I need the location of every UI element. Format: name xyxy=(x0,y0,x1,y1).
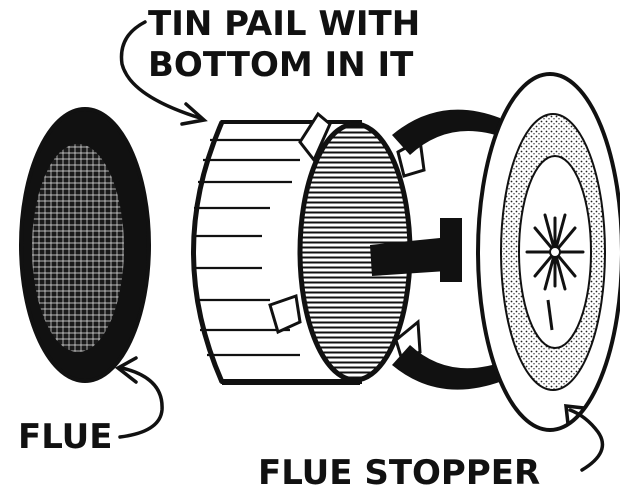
flue-leader-arrow xyxy=(114,356,138,384)
pail-leader-line xyxy=(119,20,202,120)
stopper-leader-line xyxy=(568,408,605,472)
pail-label-line1: TIN PAIL WITH xyxy=(148,4,420,44)
flue-stopper-label: FLUE STOPPER xyxy=(258,453,540,493)
flue-stopper-part xyxy=(476,72,620,432)
pail-leader-arrow xyxy=(180,102,208,126)
flue-part xyxy=(16,107,151,383)
flue-label: FLUE xyxy=(18,417,113,457)
bracket-straps-part xyxy=(370,109,508,390)
tin-pail-part xyxy=(191,111,426,385)
stopper-leader-arrow xyxy=(564,404,586,426)
pail-label-line2: BOTTOM IN IT xyxy=(148,45,414,85)
flue-leader-line xyxy=(118,366,164,439)
leader-lines xyxy=(114,20,605,472)
